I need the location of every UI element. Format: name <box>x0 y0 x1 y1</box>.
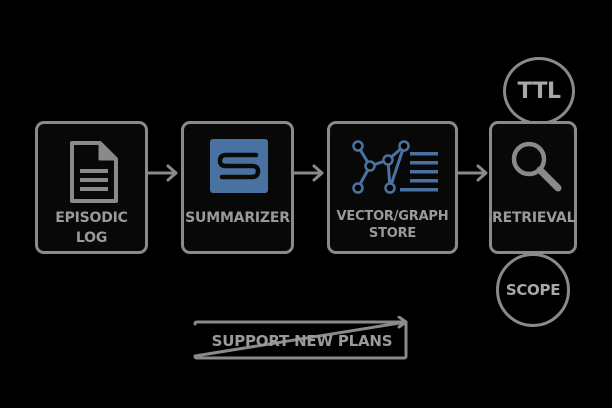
node-summarizer: SUMMARIZER <box>181 121 294 254</box>
flow-arrow-1 <box>148 164 178 182</box>
scope-modifier: SCOPE <box>496 253 570 327</box>
document-icon <box>70 141 118 203</box>
banner-arrow-outline <box>193 316 408 360</box>
node-label-vector-graph-store: VECTOR/GRAPH STORE <box>336 209 449 241</box>
summarizer-s-icon <box>210 139 268 193</box>
ttl-modifier: TTL <box>503 57 575 125</box>
support-new-plans-banner: SUPPORT NEW PLANS <box>192 316 412 362</box>
flow-arrow-2 <box>294 164 324 182</box>
banner-label: SUPPORT NEW PLANS <box>211 332 393 350</box>
node-label-retrieval: RETRIEVAL <box>492 210 576 226</box>
node-vector-graph-store: VECTOR/GRAPH STORE <box>327 121 458 254</box>
graph-network-icon <box>352 140 438 194</box>
node-label-episodic-log: EPISODIC LOG <box>55 210 128 246</box>
node-retrieval: RETRIEVAL <box>489 121 577 254</box>
node-episodic-log: EPISODIC LOG <box>35 121 148 254</box>
flow-arrow-3 <box>458 164 488 182</box>
magnifier-icon <box>511 141 562 192</box>
node-label-summarizer: SUMMARIZER <box>185 210 290 226</box>
